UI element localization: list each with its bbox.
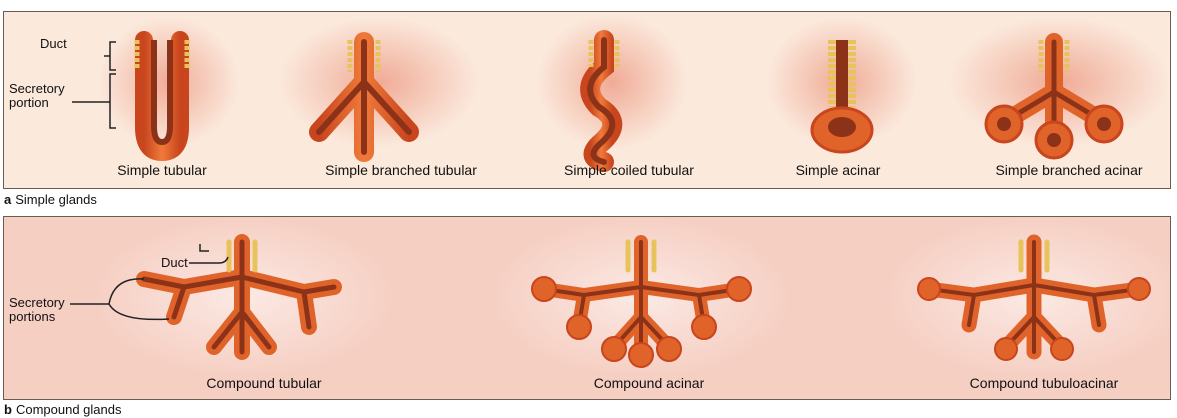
compound-duct-label: Duct [161,256,188,270]
gland-label-compound-tubuloacinar: Compound tubuloacinar [970,375,1119,391]
gland-label-simple-tubular: Simple tubular [117,162,207,178]
gland-label-simple-coiled-tubular: Simple coiled tubular [564,162,694,178]
gland-label-simple-branched-acinar: Simple branched acinar [995,162,1142,178]
compound-secretory-line1: Secretory [9,296,65,310]
gland-label-compound-tubular: Compound tubular [206,375,321,391]
simple-glands-panel: Duct Secretory portion Simple tubular Si… [3,11,1171,189]
gland-label-simple-acinar: Simple acinar [796,162,881,178]
compound-glands-panel: Duct Secretory portions Compound tubular… [3,216,1171,400]
caption-simple-glands: a Simple glands [4,192,97,207]
caption-letter-a: a [4,192,11,207]
caption-compound-glands: b Compound glands [4,402,121,417]
caption-text-simple: Simple glands [15,192,97,207]
caption-letter-b: b [4,402,12,417]
caption-text-compound: Compound glands [16,402,122,417]
gland-label-compound-acinar: Compound acinar [594,375,705,391]
compound-secretory-line2: portions [9,310,55,324]
simple-brackets [72,42,116,128]
gland-label-simple-branched-tubular: Simple branched tubular [325,162,477,178]
secretory-label-line2: portion [9,96,49,110]
compound-glands-illustration [4,217,1170,399]
secretory-label-line1: Secretory [9,82,65,96]
duct-label: Duct [40,37,67,51]
